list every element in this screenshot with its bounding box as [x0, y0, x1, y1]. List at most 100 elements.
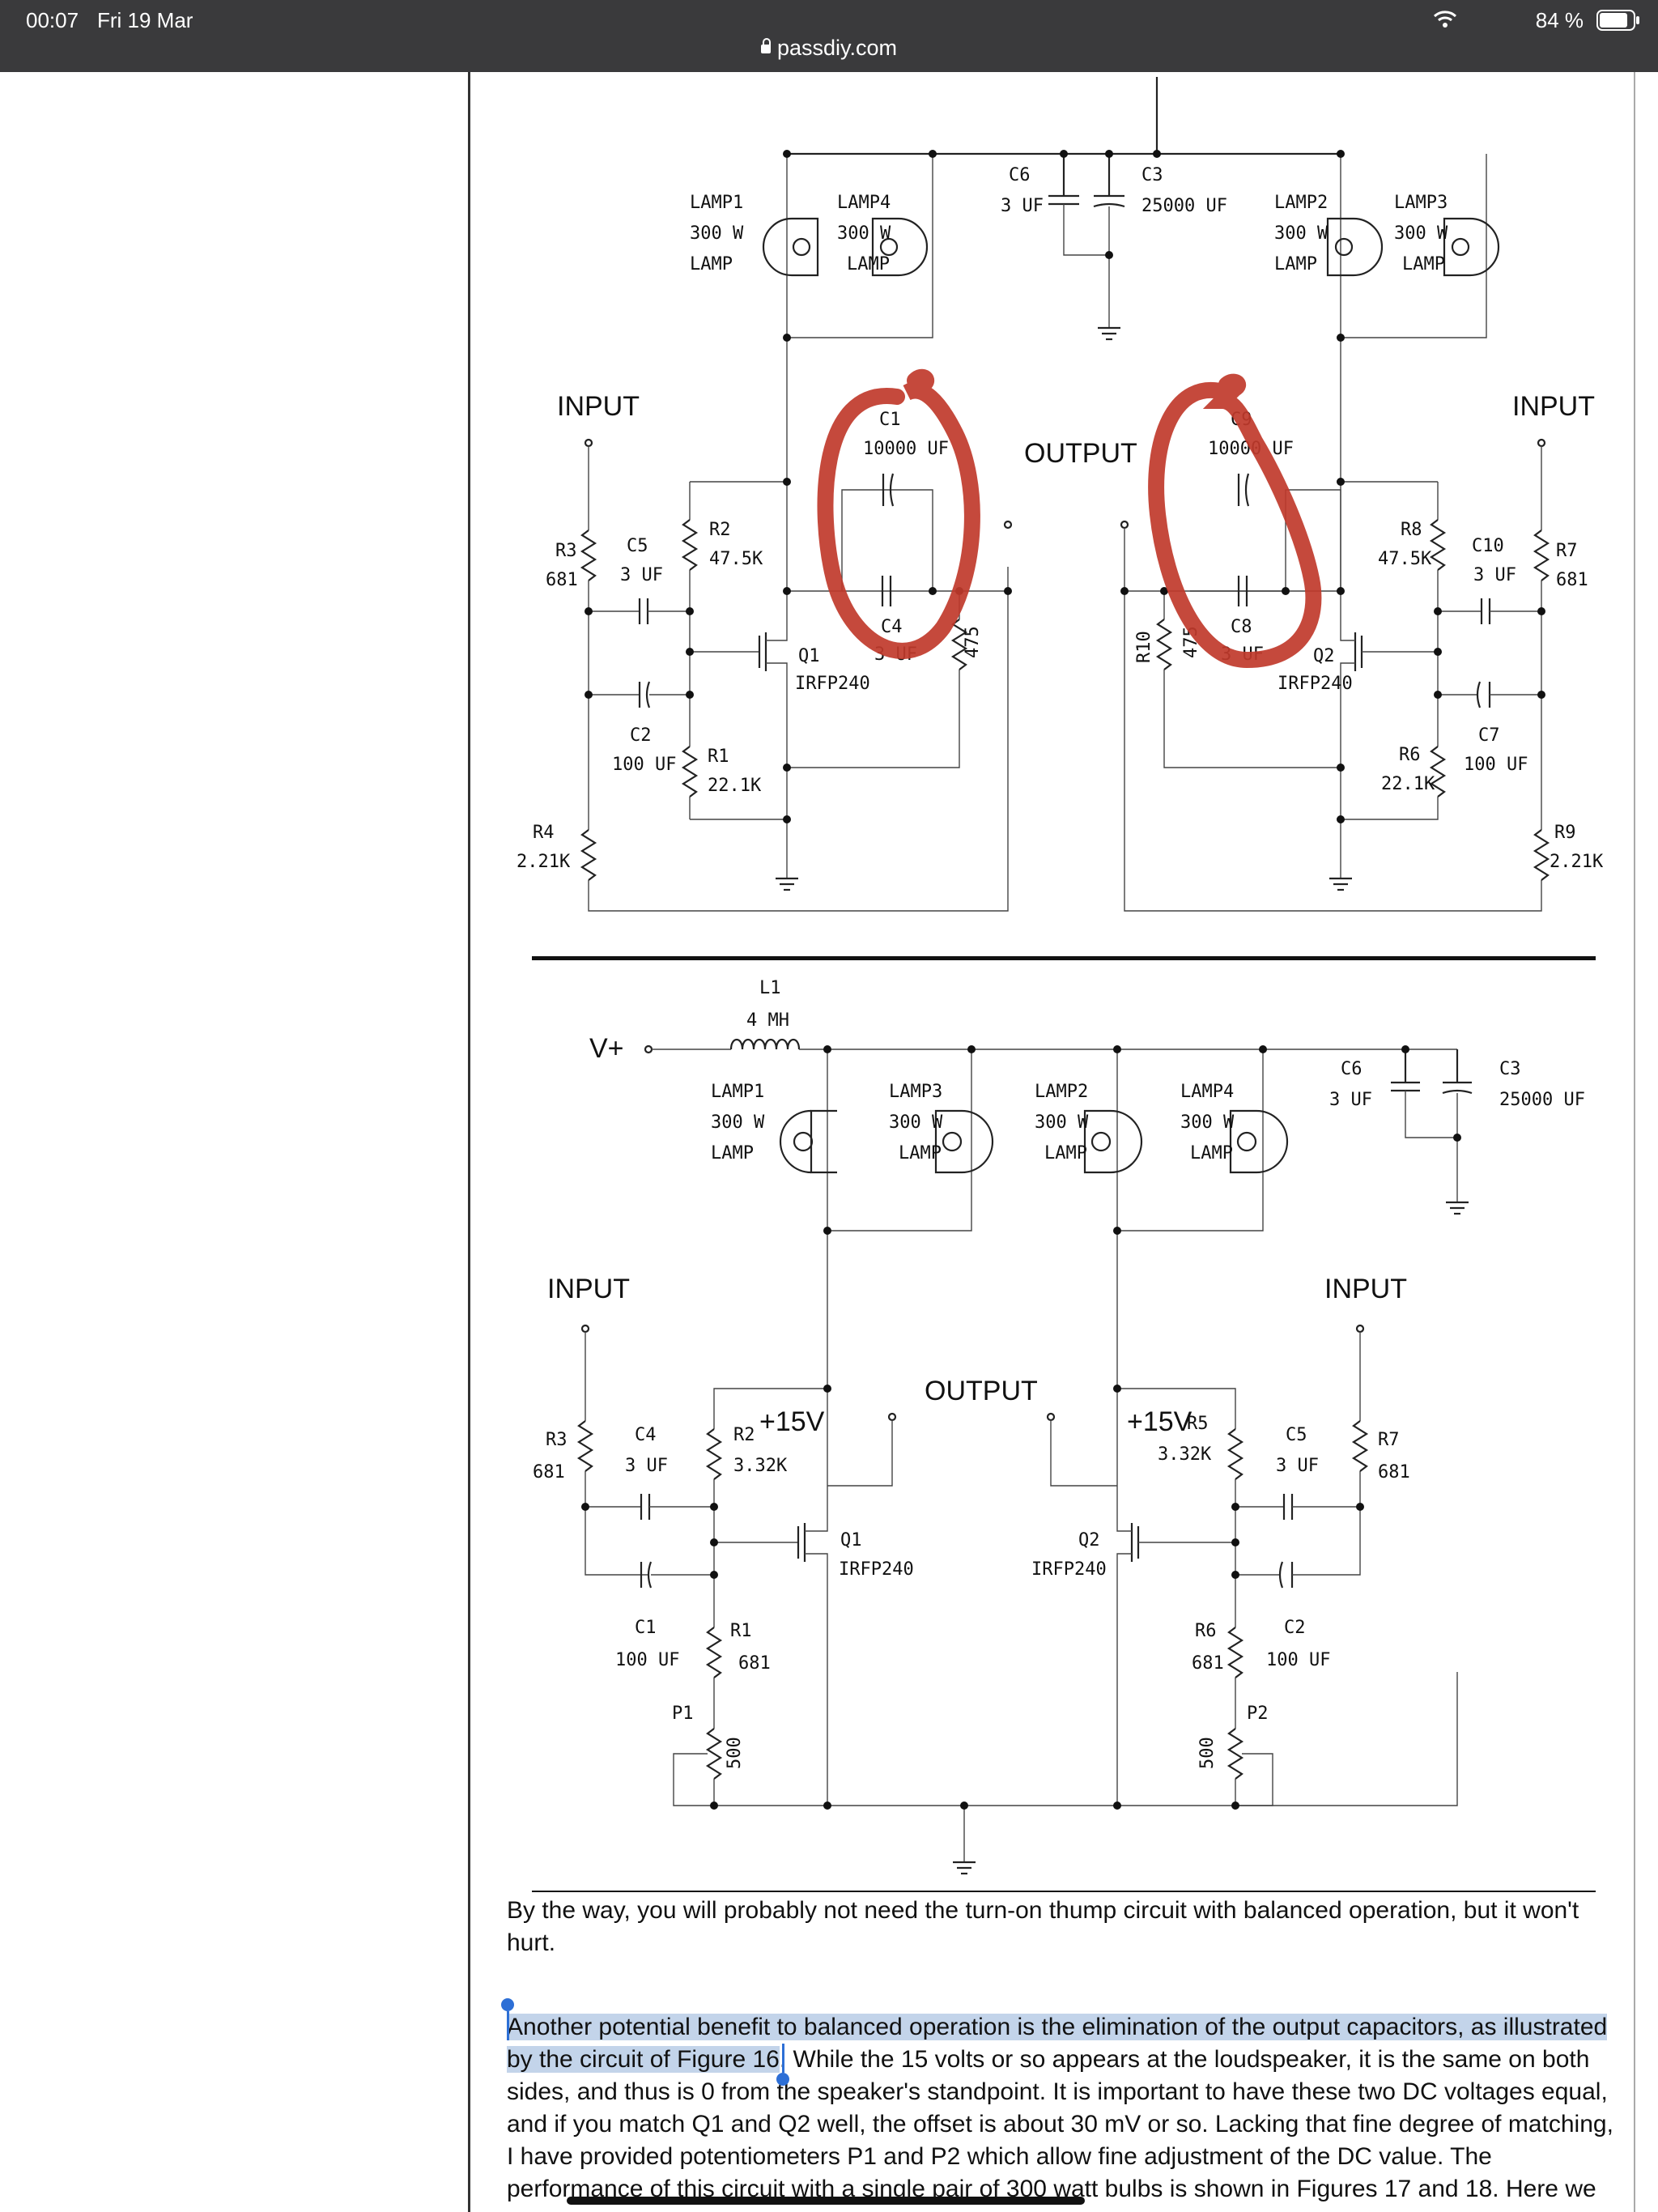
label: C4 — [881, 617, 903, 637]
label: Q2 — [1078, 1530, 1100, 1551]
label: 22.1K — [708, 776, 762, 796]
label: P1 — [672, 1704, 694, 1724]
label: 500 — [1197, 1737, 1218, 1769]
article-paragraph-selected[interactable]: Another potential benefit to balanced op… — [507, 2011, 1624, 2206]
label: 681 — [1378, 1462, 1410, 1482]
figure-bottom: L1 4 MH V+ LAMP1 300 W LAMP LAMP3 — [533, 978, 1585, 1875]
label: LAMP2 — [1035, 1082, 1088, 1102]
label: LAMP — [847, 254, 890, 274]
label: 100 UF — [615, 1650, 679, 1670]
selection-end-handle[interactable] — [776, 2073, 789, 2086]
url-text: passdiy.com — [776, 36, 898, 60]
label: 10000 UF — [863, 439, 949, 459]
label: 300 W — [837, 223, 891, 244]
label: 2.21K — [1550, 852, 1604, 872]
label: 681 — [1556, 570, 1588, 590]
label: C5 — [1286, 1425, 1307, 1445]
label: INPUT — [1512, 391, 1595, 422]
selection-end-caret — [782, 2044, 784, 2073]
label: LAMP — [1402, 254, 1445, 274]
lamp4-icon — [1229, 1109, 1289, 1174]
url-bar[interactable]: passdiy.com — [0, 36, 1658, 61]
status-time: 00:07 — [26, 8, 79, 32]
label: 681 — [738, 1653, 771, 1674]
label: 300 W — [889, 1112, 943, 1133]
selection-start-caret — [507, 2011, 509, 2040]
label: LAMP — [1274, 254, 1317, 274]
label: 300 W — [1180, 1112, 1235, 1133]
annotation-circle-right — [1148, 373, 1322, 669]
label: IRFP240 — [1278, 674, 1353, 694]
label: LAMP3 — [889, 1082, 942, 1102]
label: C1 — [879, 410, 901, 430]
label: 2.21K — [517, 852, 571, 872]
label: IRFP240 — [795, 674, 870, 694]
label: R1 — [730, 1621, 752, 1641]
label: 300 W — [1274, 223, 1329, 244]
label: 3.32K — [733, 1456, 788, 1476]
wifi-icon — [1433, 11, 1457, 28]
label: 3 UF — [1001, 196, 1044, 216]
label: LAMP — [1190, 1143, 1233, 1163]
label: C7 — [1478, 725, 1500, 746]
label: 3 UF — [1276, 1456, 1319, 1476]
label: 3 UF — [625, 1456, 668, 1476]
label: 100 UF — [1266, 1650, 1330, 1670]
label: LAMP — [899, 1143, 942, 1163]
label: R5 — [1187, 1414, 1209, 1434]
label: 47.5K — [709, 549, 763, 569]
label: LAMP4 — [1180, 1082, 1234, 1102]
lamp1-icon — [779, 1109, 837, 1174]
label: LAMP — [711, 1143, 754, 1163]
label: 3 UF — [1473, 565, 1516, 585]
label: IRFP240 — [1031, 1559, 1107, 1580]
lamp4-icon — [871, 217, 929, 277]
figure-bottom-rule — [532, 1891, 1596, 1892]
battery-icon — [1596, 10, 1639, 31]
label: R2 — [709, 520, 731, 540]
lamp1-icon — [762, 217, 819, 277]
label: R4 — [533, 823, 555, 843]
label: LAMP1 — [690, 193, 743, 213]
label: IRFP240 — [839, 1559, 914, 1580]
label: Q1 — [840, 1530, 862, 1551]
figure-top: LAMP1 300 W LAMP LAMP4 300 W LAMP LAMP2 … — [517, 77, 1604, 912]
label: R7 — [1556, 541, 1578, 561]
battery-percent: 84 % — [1535, 8, 1584, 32]
label: V+ — [589, 1033, 624, 1064]
status-bar: 00:07 Fri 19 Mar 84 % passdiy.com — [0, 0, 1658, 72]
label: C4 — [635, 1425, 657, 1445]
label: R3 — [555, 541, 577, 561]
lamp2-icon — [1326, 217, 1384, 277]
label: L1 — [759, 978, 781, 998]
label: C2 — [1284, 1618, 1306, 1638]
lock-icon — [760, 38, 771, 53]
label: +15V — [1127, 1406, 1192, 1437]
label: C10 — [1472, 536, 1504, 556]
label: 3 UF — [1329, 1090, 1372, 1110]
horizontal-scrollbar[interactable] — [567, 2197, 1085, 2205]
article-paragraph: By the way, you will probably not need t… — [507, 1897, 1579, 1956]
label: Q1 — [798, 646, 820, 666]
label: C6 — [1009, 165, 1031, 185]
label: R10 — [1134, 631, 1154, 663]
label: OUTPUT — [1024, 438, 1137, 469]
label: LAMP1 — [711, 1082, 764, 1102]
label: 681 — [1192, 1653, 1224, 1674]
label: R2 — [733, 1425, 755, 1445]
label: +15V — [759, 1406, 825, 1437]
label: 475 — [963, 626, 983, 658]
label: C5 — [627, 536, 648, 556]
label: 25000 UF — [1499, 1090, 1585, 1110]
label: 4 MH — [746, 1010, 789, 1031]
label: 300 W — [690, 223, 744, 244]
selection-start-handle[interactable] — [501, 1998, 514, 2011]
label: 300 W — [711, 1112, 765, 1133]
label: 3 UF — [620, 565, 663, 585]
label: 681 — [533, 1462, 565, 1482]
label: C6 — [1341, 1059, 1363, 1079]
label: R6 — [1399, 745, 1421, 765]
label: 300 W — [1394, 223, 1448, 244]
label: C8 — [1231, 617, 1252, 637]
label: LAMP — [690, 254, 733, 274]
